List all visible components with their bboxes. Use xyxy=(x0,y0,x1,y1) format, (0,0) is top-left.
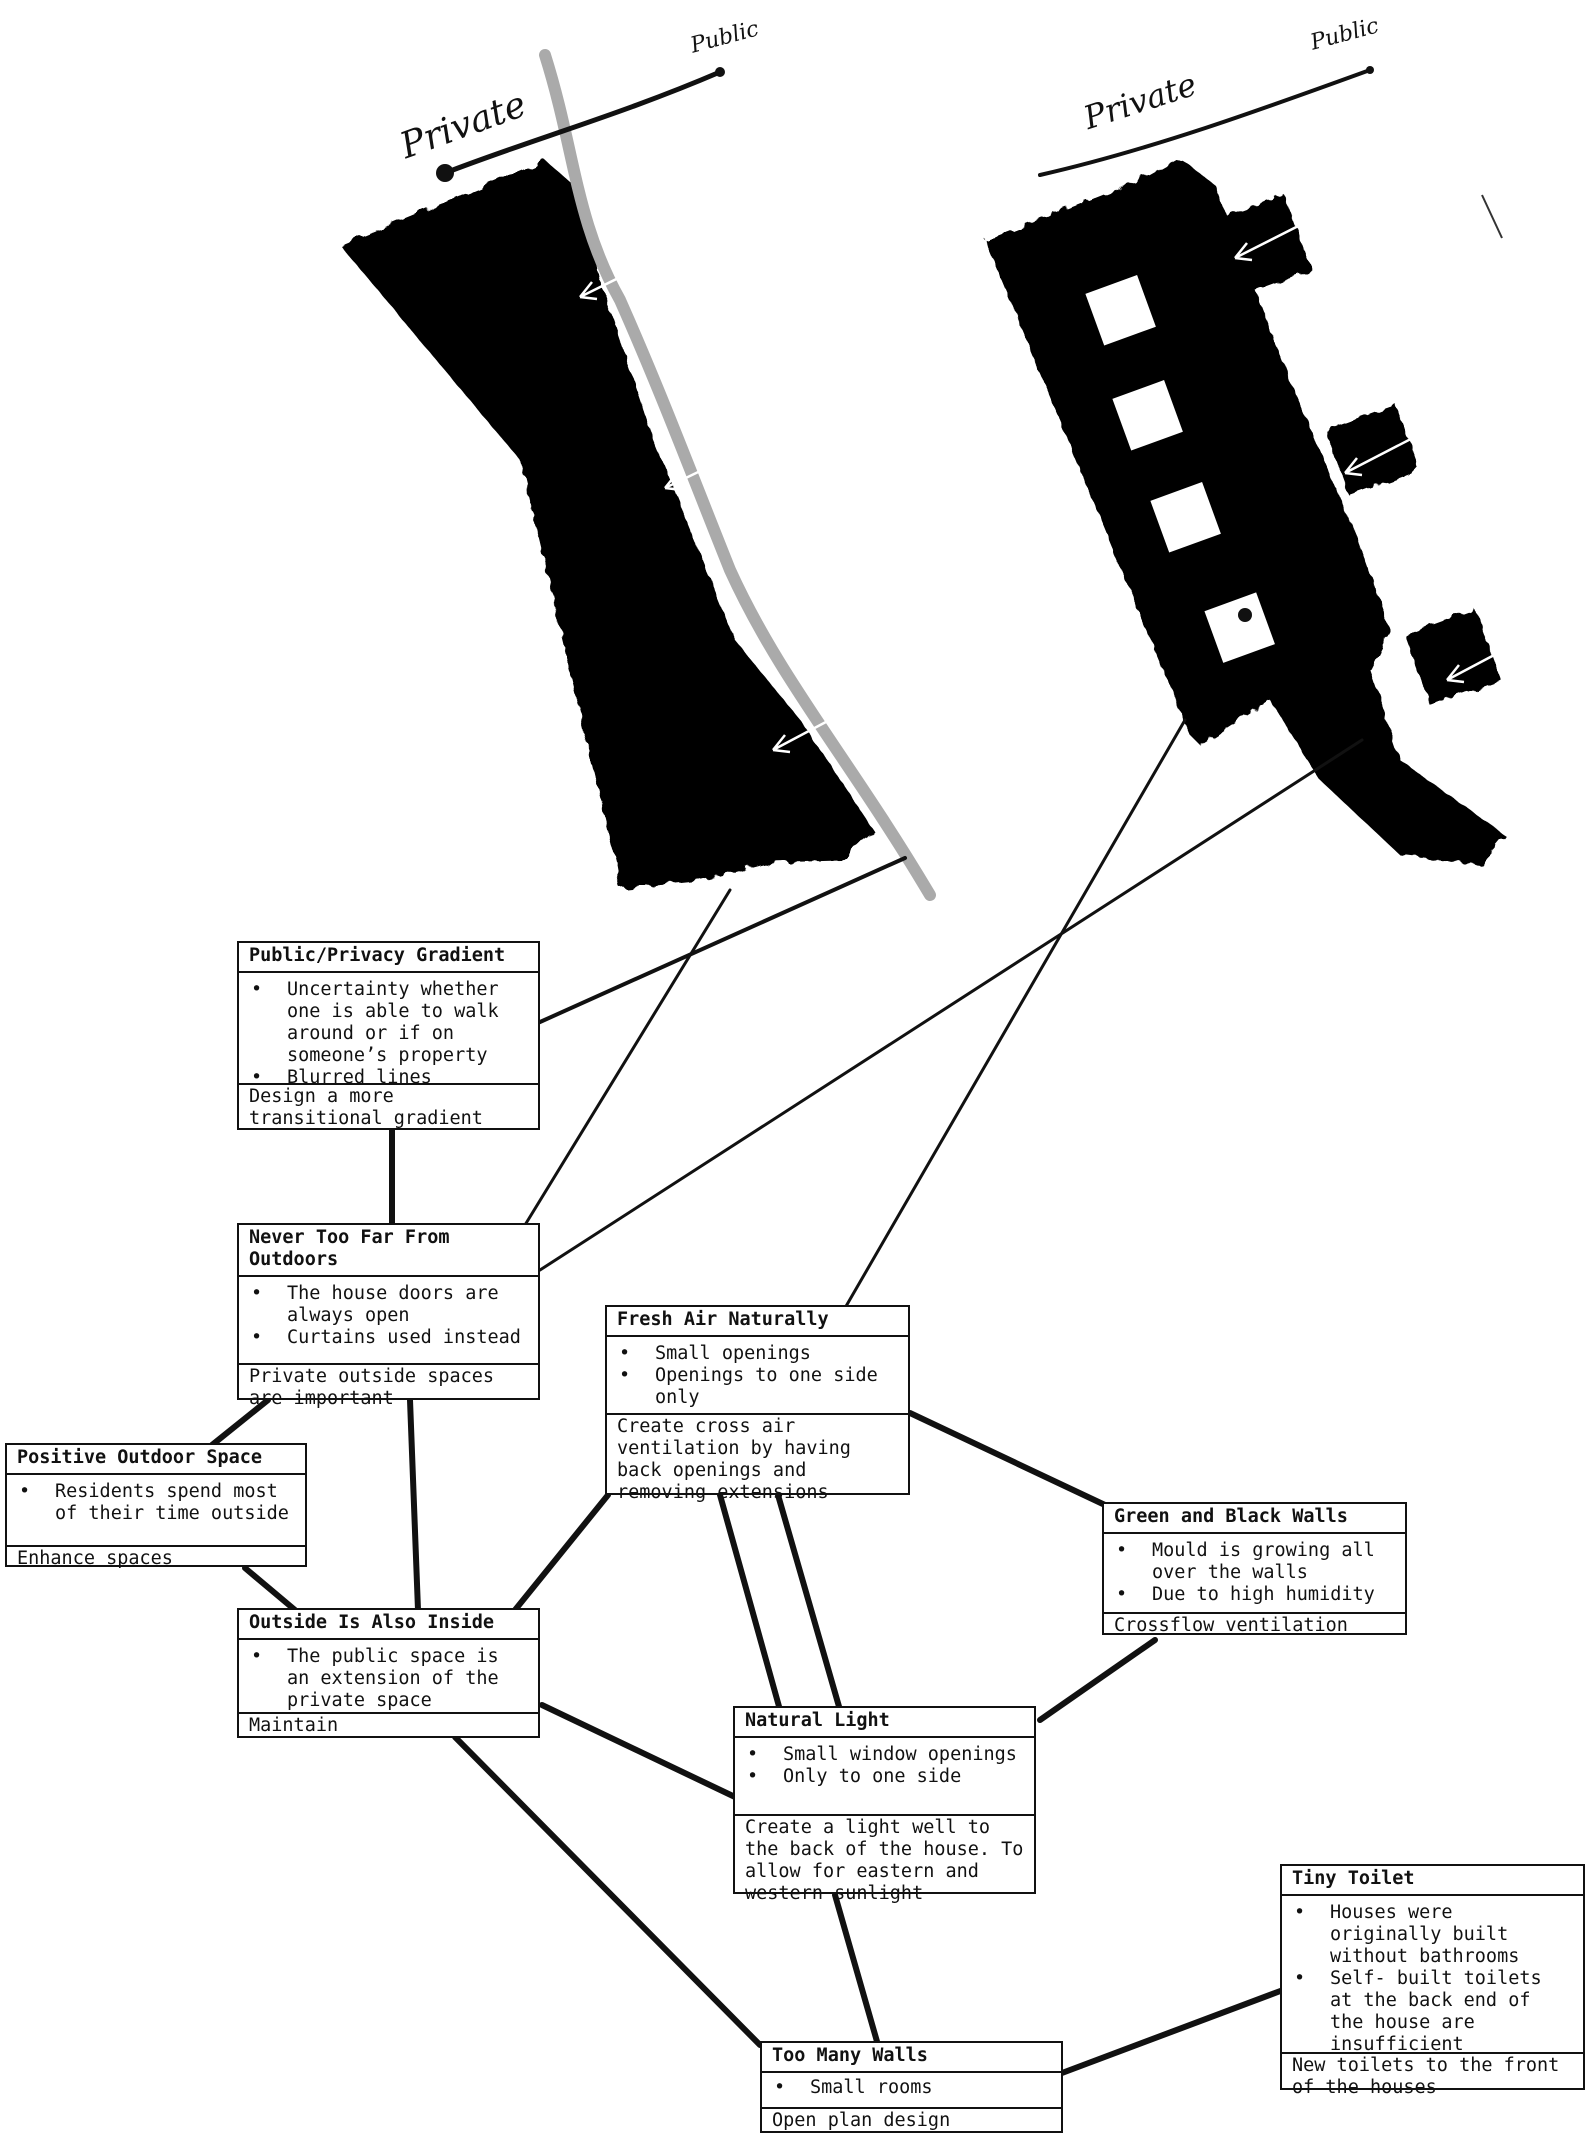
connector xyxy=(452,1734,763,2048)
problem-list: Houses were originally built without bat… xyxy=(1282,1896,1583,2055)
problem-item: Mould is growing all over the walls xyxy=(1114,1540,1397,1584)
pattern-card-too-many-walls: Too Many Walls Small rooms Open plan des… xyxy=(760,2041,1063,2133)
connector xyxy=(1059,1987,1286,2076)
card-solution: Maintain xyxy=(239,1712,538,1739)
double-arrow-icon xyxy=(579,251,667,301)
right-building-block xyxy=(985,158,1505,865)
problem-item: Residents spend most of their time outsi… xyxy=(17,1481,297,1525)
right-public-dot xyxy=(1366,66,1374,74)
connector xyxy=(843,718,1187,1310)
right-interior-dot xyxy=(1238,608,1252,622)
left-private-dot xyxy=(436,164,454,182)
connector xyxy=(832,1892,881,2048)
right-stroke-mark xyxy=(1481,194,1503,239)
left-public-dot xyxy=(715,67,725,77)
right-private-public-line xyxy=(1038,68,1372,177)
card-title: Outside Is Also Inside xyxy=(239,1610,538,1640)
problem-list: Residents spend most of their time outsi… xyxy=(7,1475,305,1545)
left-building-block xyxy=(340,160,875,888)
left-boundary-line xyxy=(539,49,936,901)
problem-item: Uncertainty whether one is able to walk … xyxy=(249,979,530,1067)
pattern-card-fresh-air: Fresh Air Naturally Small openings Openi… xyxy=(605,1305,910,1503)
double-arrow-icon xyxy=(1234,211,1322,262)
problem-item: Houses were originally built without bat… xyxy=(1292,1902,1575,1968)
right-sketch xyxy=(985,66,1534,865)
problem-item: Due to high humidity xyxy=(1114,1584,1397,1606)
problem-item: Blurred lines xyxy=(249,1067,530,1089)
connector xyxy=(1037,1637,1158,1723)
card-title: Public/Privacy Gradient xyxy=(239,943,538,973)
pattern-card-tiny-toilet: Tiny Toilet Houses were originally built… xyxy=(1280,1864,1585,2098)
double-arrow-icon xyxy=(664,444,750,492)
pattern-card-natural-light: Natural Light Small window openings Only… xyxy=(733,1706,1036,1904)
connector xyxy=(907,1410,1108,1508)
pattern-card-green-black-walls: Green and Black Walls Mould is growing a… xyxy=(1102,1502,1407,1636)
problem-item: Small window openings xyxy=(745,1744,1026,1766)
problem-item: The house doors are always open xyxy=(249,1283,530,1327)
card-title: Tiny Toilet xyxy=(1282,1866,1583,1896)
connector xyxy=(538,856,907,1024)
card-solution: New toilets to the front of the houses xyxy=(1282,2052,1583,2101)
card-solution: Private outside spaces are important xyxy=(239,1363,538,1412)
connectors xyxy=(209,718,1364,2076)
card-solution: Create a light well to the back of the h… xyxy=(735,1814,1034,1907)
card-title: Fresh Air Naturally xyxy=(607,1307,908,1337)
pattern-card-positive-outdoor: Positive Outdoor Space Residents spend m… xyxy=(5,1443,307,1569)
card-title: Green and Black Walls xyxy=(1104,1504,1405,1534)
problem-item: Openings to one side only xyxy=(617,1365,900,1409)
right-courtyards xyxy=(1085,275,1275,663)
card-title: Never Too Far From Outdoors xyxy=(239,1225,538,1277)
connector xyxy=(242,1565,298,1613)
connector xyxy=(512,1492,611,1613)
problem-list: Uncertainty whether one is able to walk … xyxy=(239,973,538,1089)
pattern-card-never-too-far: Never Too Far From Outdoors The house do… xyxy=(237,1223,540,1409)
card-solution: Open plan design xyxy=(762,2107,1061,2134)
connector xyxy=(539,1702,738,1800)
connector xyxy=(407,1397,421,1613)
problem-item: Only to one side xyxy=(745,1766,1026,1788)
left-private-public-line xyxy=(442,69,723,176)
problem-list: The house doors are always open Curtains… xyxy=(239,1277,538,1363)
double-arrow-icon xyxy=(772,701,860,754)
problem-list: Small window openings Only to one side xyxy=(735,1738,1034,1814)
problem-list: Mould is growing all over the walls Due … xyxy=(1104,1534,1405,1612)
problem-item: Self- built toilets at the back end of t… xyxy=(1292,1968,1575,2056)
double-arrow-icon xyxy=(1344,424,1434,477)
problem-list: Small rooms xyxy=(762,2073,1061,2107)
connector xyxy=(717,1492,783,1713)
problem-item: The public space is an extension of the … xyxy=(249,1646,530,1712)
problem-item: Small openings xyxy=(617,1343,900,1365)
connector xyxy=(523,888,732,1227)
double-arrow-icon xyxy=(1446,631,1534,684)
card-title: Too Many Walls xyxy=(762,2043,1061,2073)
problem-list: The public space is an extension of the … xyxy=(239,1640,538,1712)
connector xyxy=(209,1397,271,1448)
connector xyxy=(538,738,1364,1272)
problem-list: Small openings Openings to one side only xyxy=(607,1337,908,1413)
problem-item: Small rooms xyxy=(772,2077,1053,2099)
card-title: Positive Outdoor Space xyxy=(7,1445,305,1475)
card-title: Natural Light xyxy=(735,1708,1034,1738)
pattern-card-privacy-gradient: Public/Privacy Gradient Uncertainty whet… xyxy=(237,941,540,1130)
left-sketch xyxy=(340,49,936,901)
card-solution: Create cross air ventilation by having b… xyxy=(607,1413,908,1506)
problem-item: Curtains used instead xyxy=(249,1327,530,1349)
pattern-card-outside-inside: Outside Is Also Inside The public space … xyxy=(237,1608,540,1738)
card-solution: Design a more transitional gradient xyxy=(239,1083,538,1132)
card-solution: Enhance spaces xyxy=(7,1545,305,1572)
card-solution: Crossflow ventilation xyxy=(1104,1612,1405,1639)
connector xyxy=(775,1492,843,1713)
